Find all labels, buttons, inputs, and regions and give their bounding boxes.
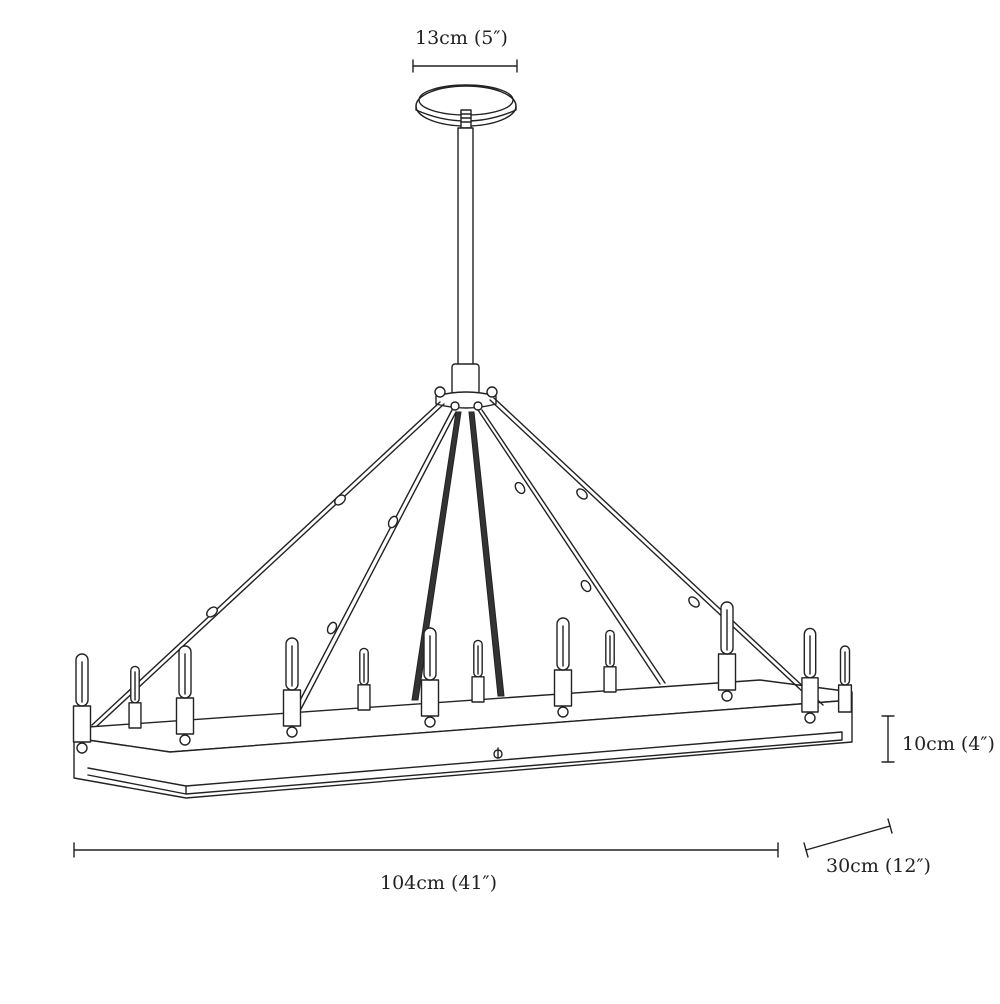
candle-socket (357, 647, 371, 711)
center-rods (411, 411, 505, 701)
overall-length-label: 104cm (41″) (380, 872, 498, 894)
canopy-dimension-line (412, 59, 518, 73)
candle-socket (603, 629, 617, 693)
length-dimension-line (73, 842, 779, 858)
candle-socket (420, 627, 440, 728)
candle-socket (282, 637, 302, 738)
candle-socket (837, 645, 853, 713)
support-chains (91, 397, 824, 727)
down-rod (457, 127, 474, 367)
candle-socket (801, 627, 819, 724)
height-dimension-line (881, 715, 895, 763)
candle-socket (72, 653, 92, 754)
candle-socket (471, 639, 485, 703)
candle-socket (553, 617, 573, 718)
chain-links (206, 481, 700, 635)
ceiling-canopy (415, 84, 517, 129)
depth-dimension-line (803, 818, 893, 858)
candle-socket (717, 601, 737, 702)
central-hub (434, 363, 498, 411)
rectangular-frame (73, 679, 853, 799)
candle-socket (175, 645, 195, 746)
candle-group (72, 601, 853, 754)
canopy-width-label: 13cm (5″) (415, 27, 508, 49)
candle-socket (128, 665, 142, 729)
frame-depth-label: 30cm (12″) (826, 855, 931, 877)
frame-height-label: 10cm (4″) (902, 733, 995, 755)
